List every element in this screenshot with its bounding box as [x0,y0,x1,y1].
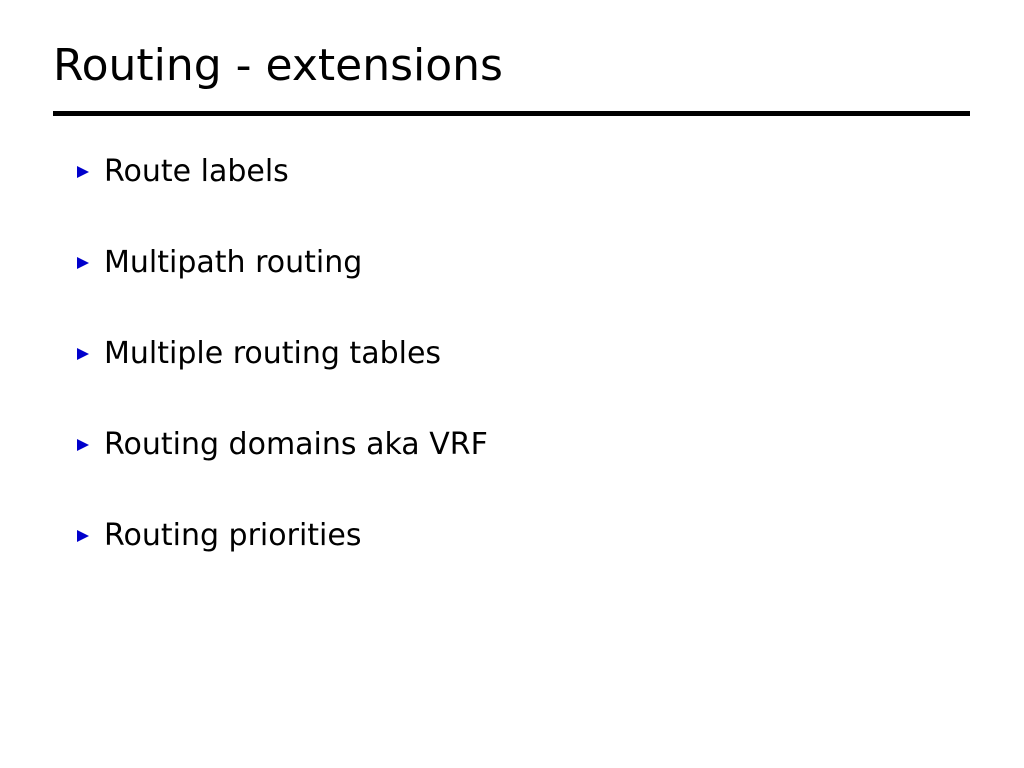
list-item: Multipath routing [76,244,976,335]
list-item-label: Routing priorities [104,518,362,553]
list-item-label: Multipath routing [104,245,363,280]
title-divider [53,111,970,116]
slide-title-block: Routing - extensions [53,44,970,88]
triangle-right-icon [76,438,90,452]
list-item-label: Multiple routing tables [104,336,442,371]
list-item: Routing priorities [76,517,976,608]
list-item-label: Routing domains aka VRF [104,427,488,462]
bullet-list: Route labels Multipath routing Multiple … [76,153,976,608]
triangle-right-icon [76,256,90,270]
list-item-label: Route labels [104,154,289,189]
list-item: Routing domains aka VRF [76,426,976,517]
list-item: Multiple routing tables [76,335,976,426]
triangle-right-icon [76,529,90,543]
list-item: Route labels [76,153,976,244]
triangle-right-icon [76,347,90,361]
page-title: Routing - extensions [53,40,503,91]
triangle-right-icon [76,165,90,179]
